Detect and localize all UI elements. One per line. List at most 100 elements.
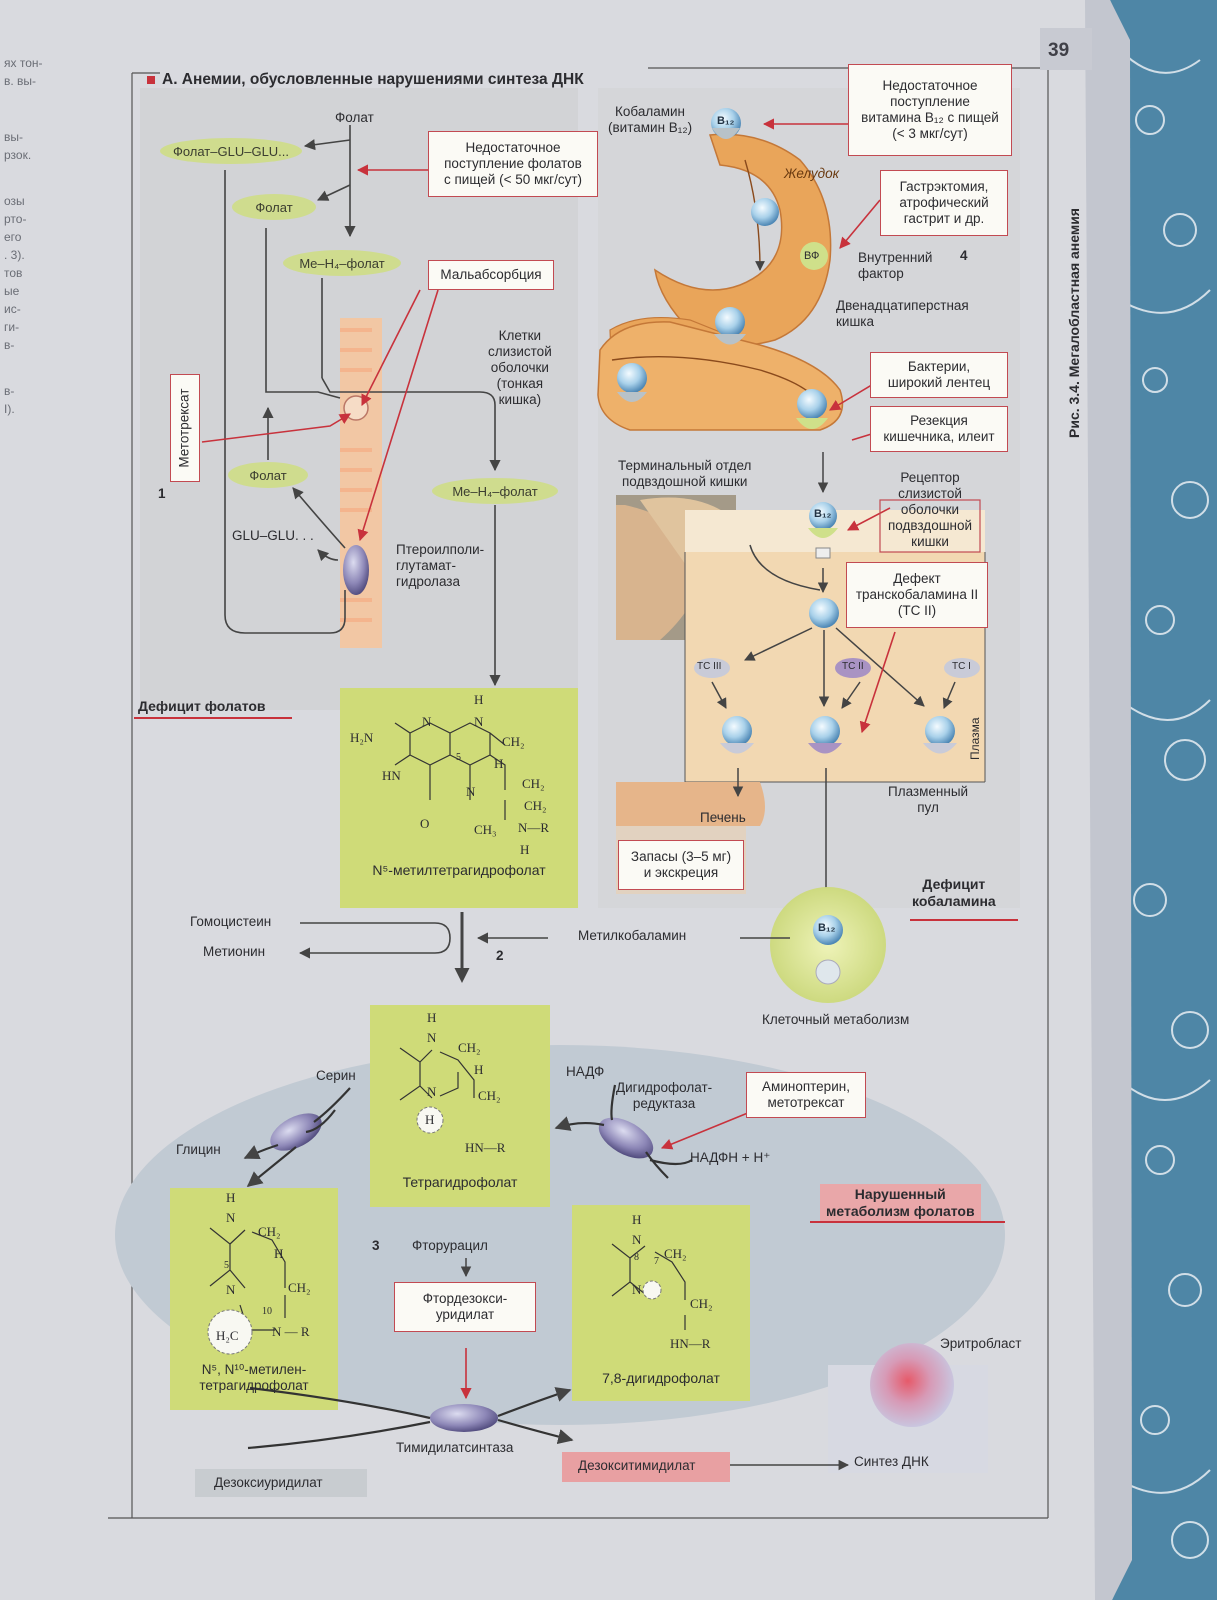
cell-metabolism-label: Клеточный метаболизм [762, 1012, 910, 1027]
receptor-line: оболочки [900, 501, 960, 517]
hydrolase-line: глутамат- [396, 557, 456, 573]
terminal-ileum-line: Терминальный отдел [618, 458, 752, 473]
duodenum-line: кишка [836, 313, 874, 329]
dhf-atom: 7 [654, 1256, 659, 1267]
page-number: 39 [1048, 40, 1070, 61]
tc3-label: TC III [697, 661, 722, 672]
chem-atom: N [466, 784, 476, 799]
nadph-label: НАДФН + H⁺ [690, 1150, 771, 1165]
dhf-name: 7,8-дигидрофолат [602, 1370, 720, 1386]
thf-name: Тетрагидрофолат [402, 1174, 518, 1190]
gastrectomy-box: Гастрэктомия, атрофический гастрит и др. [880, 170, 1008, 236]
dhf-atom: N [632, 1282, 642, 1297]
mucosa-cells-label: Клетки слизистой оболочки (тонкая кишка) [488, 328, 552, 408]
margin-line: озы [4, 194, 25, 208]
chem-atom: H [494, 756, 504, 771]
margin-line: в- [4, 384, 15, 398]
intrinsic-line: фактор [858, 265, 904, 281]
mucosa-line: кишка) [498, 391, 542, 407]
methylene-atom: H [226, 1190, 236, 1205]
impaired-metabolism-label: Нарушенный метаболизм фолатов [820, 1184, 981, 1222]
folat-inner-pill: Фолат [228, 462, 308, 488]
chem-atom: N—R [518, 820, 550, 835]
margin-line: ые [4, 284, 20, 298]
folat-pill: Фолат [232, 194, 316, 220]
me-h4-folat-pill-2: Me–H₄–фолат [432, 478, 558, 504]
margin-line: ис- [4, 302, 21, 316]
aminopterin-line: Аминоптерин, [762, 1078, 850, 1094]
liver-label: Печень [700, 810, 746, 825]
glycine-label: Глицин [176, 1142, 221, 1157]
folate-deficit-label: Дефицит фолатов [138, 698, 266, 714]
resection-line: Резекция [910, 412, 968, 428]
methylene-atom: N [226, 1282, 236, 1297]
chem-atom: HN [382, 768, 401, 783]
b12-receptor-label: B₁₂ [814, 508, 832, 520]
cobalamin-deficit-label: Дефицит кобаламина [912, 876, 996, 909]
b12-ball-label: B₁₂ [717, 115, 735, 127]
step-number-2: 2 [496, 948, 504, 963]
insufficient-b12-line: (< 3 мкг/сут) [892, 126, 968, 142]
chem-atom: CH₂ [502, 734, 525, 749]
tc2-defect-box: Дефект транскобаламина II (TC II) [846, 562, 988, 628]
chem-atom: O [420, 816, 430, 831]
insufficient-b12-line: витамина B₁₂ с пищей [861, 110, 999, 125]
insufficient-folate-line: Недостаточное [465, 139, 561, 155]
fdump-box: Фтордезокси- уридилат [394, 1282, 536, 1332]
fdump-line: уридилат [435, 1307, 495, 1322]
deoxyuridylate-label: Дезоксиуридилат [214, 1475, 323, 1490]
mucosa-line: Клетки [498, 328, 542, 343]
margin-line: рзок. [4, 148, 32, 162]
tc2-defect-line: транскобаламина II [855, 586, 979, 602]
margin-line: его [4, 230, 22, 244]
plasma-pool-line: пул [917, 799, 939, 815]
dhf-atom: CH₂ [664, 1246, 687, 1261]
chem-atom: H [474, 692, 484, 707]
thf-atom: CH₂ [478, 1088, 501, 1103]
methylene-name-line: тетрагидрофолат [199, 1377, 309, 1393]
dna-synthesis-label: Синтез ДНК [854, 1454, 929, 1469]
plasma-pool-line: Плазменный [888, 784, 969, 799]
methotrexate-label: Метотрексат [176, 388, 192, 468]
dhf-atom: N [632, 1232, 642, 1247]
insufficient-folate-line: с пищей (< 50 мкг/сут) [443, 172, 583, 188]
receptor-line: Рецептор [900, 470, 960, 485]
chem-atom: CH₂ [522, 776, 545, 791]
margin-text: ях тон- в. вы- вы- рзок. озы рто- его . … [4, 54, 43, 418]
thf-atom: CH₂ [458, 1040, 481, 1055]
margin-line: вы- [4, 130, 23, 144]
hydrolase-line: гидролаза [396, 573, 460, 589]
margin-line: в- [4, 338, 15, 352]
mucosa-line: (тонкая [496, 375, 544, 391]
thf-atom: H [474, 1062, 484, 1077]
cobalamin-deficit-line: Дефицит [922, 876, 986, 892]
mucosa-line: оболочки [490, 359, 549, 375]
section-title: A. Анемии, обусловленные нарушениями син… [162, 71, 584, 88]
margin-line: рто- [4, 212, 27, 226]
methylene-atom: N [226, 1210, 236, 1225]
bacteria-line: Бактерии, [907, 358, 971, 374]
margin-line: тов [4, 266, 23, 280]
n5-methyl-thf-name: N⁵-метилтетрагидрофолат [372, 862, 546, 878]
deoxythymidylate-label: Дезокситимидилат [578, 1458, 696, 1473]
methylene-thf-name: N⁵, N¹⁰-метилен- тетрагидрофолат [170, 1362, 338, 1394]
vf-label: ВФ [804, 250, 820, 262]
chem-atom: CH₂ [524, 798, 547, 813]
thf-atom: N [427, 1030, 437, 1045]
chem-atom: 5 [456, 752, 461, 763]
hydrolase-label: Птероилполи- глутамат- гидролаза [396, 542, 484, 590]
plasma-pool-label: Плазменный пул [888, 784, 968, 816]
tc2-defect-line: (TC II) [897, 603, 937, 619]
figure-caption: Рис. 3.4. Мегалобластная анемия [1066, 208, 1082, 438]
terminal-ileum-line: подвздошной кишки [621, 473, 748, 489]
bacteria-box: Бактерии, широкий лентец [870, 352, 1008, 398]
bacteria-line: широкий лентец [887, 375, 991, 390]
chem-atom: H [520, 842, 530, 857]
plasma-label: Плазма [968, 717, 982, 760]
thf-atom: H [425, 1112, 435, 1127]
methylene-atom: N — R [272, 1324, 310, 1339]
methylene-atom: 10 [262, 1306, 272, 1317]
cobalamin-line: Кобаламин [615, 104, 686, 119]
step-number-1: 1 [158, 486, 166, 501]
